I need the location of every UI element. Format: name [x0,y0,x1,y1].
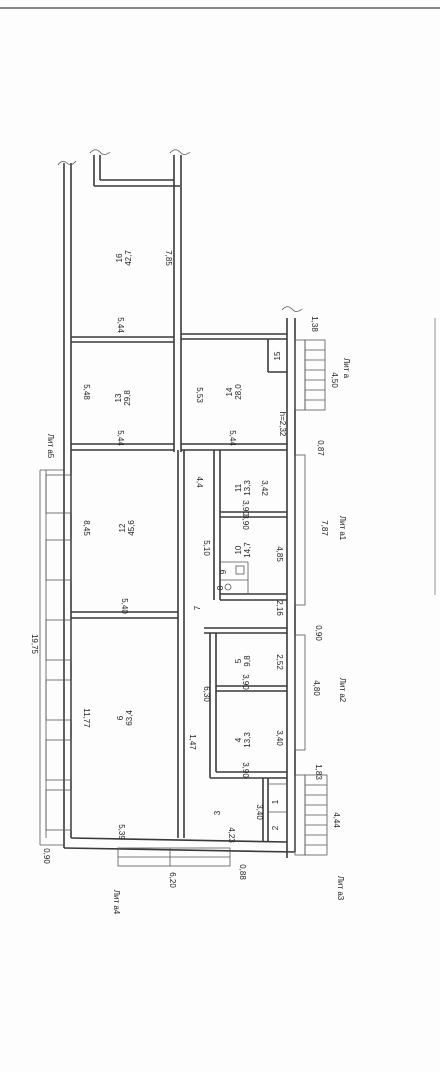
lit-a5-label: Лит а5 [46,434,55,459]
dim-11-77: 11,77 [82,708,91,728]
dim-8-45: 8,45 [82,520,91,536]
dim-3-90-b: 3,90 [241,514,250,530]
sink-fixture [224,583,232,591]
dim-3-90-a: 3,90 [241,500,250,516]
right-annexes [294,339,328,856]
toilet-fixture [235,565,245,575]
dim-6-30: 6,30 [202,686,211,702]
dim-5-39: 5,39 [117,824,126,840]
dim-4-4: 4,4 [195,476,204,488]
dim-5-10: 5,10 [202,540,211,556]
room-11-area: 13,3 [243,480,252,496]
lit-a4-label: Лит а4 [112,890,121,915]
lit-a3-label: Лит а3 [336,876,345,901]
dim-3-42: 3,42 [260,480,269,496]
dim-0-90-a: 0,90 [314,625,323,641]
lit-a2-label: Лит а2 [338,678,347,703]
room-13-number: 13 [114,393,123,402]
dim-h-2-32: h=2,32 [278,412,287,437]
room-5-number: 5 [234,658,243,663]
dim-1-47: 1,47 [188,734,197,750]
dim-7-87: 7,87 [320,520,329,536]
dim-3-90-c: 3,90 [241,674,250,690]
room-7-number: 7 [193,605,202,610]
room-12-area: 45,6 [127,520,136,536]
room-16-area: 42,7 [124,250,133,266]
room-6-number: 6 [116,715,125,720]
dim-5-53: 5,53 [195,387,204,403]
dim-4-44: 4,44 [332,812,341,828]
room-9-number: 9 [219,569,228,574]
dim-0-88: 0,88 [238,864,247,880]
dim-3-40-a: 3,40 [275,730,284,746]
dim-4-85: 4,85 [275,546,284,562]
dim-2-52: 2,52 [275,654,284,670]
room-6-area: 63,4 [125,710,134,726]
room-16-number: 16 [115,253,124,262]
dim-5-44-c: 5,44 [228,430,237,446]
dim-1-38: 1,38 [310,316,319,332]
dim-4-80: 4,80 [312,680,321,696]
lit-a1-label: Лит а1 [338,516,347,541]
dim-0-87: 0,87 [316,440,325,456]
dim-4-50: 4,50 [330,372,339,388]
dim-19-75: 19,75 [30,634,39,655]
dim-4-23: 4,23 [227,827,236,843]
room-1-number: 1 [271,799,280,804]
room-5-area: 9,8 [243,655,252,667]
dim-0-90-b: 0,90 [42,848,51,864]
room-10-area: 14,7 [243,542,252,558]
dim-2-16: 2,16 [275,600,284,616]
room-3-number: 3 [213,810,222,815]
dim-5-48: 5,48 [82,384,91,400]
bottom-entrance [117,847,231,867]
room-2-number: 2 [271,825,280,830]
lit-a-label: Лит а [342,358,351,379]
left-windows [39,469,72,846]
dim-5-40: 5,40 [120,598,129,614]
room-11-number: 11 [234,483,243,492]
room-4-area: 13,3 [243,732,252,748]
room-12-number: 12 [118,523,127,532]
dim-5-44-b: 5,44 [116,430,125,446]
room-14-area: 28,0 [234,384,243,400]
dim-6-20: 6,20 [168,872,177,888]
room-8-number: 8 [216,585,225,590]
dim-1-83: 1,83 [314,764,323,780]
dim-7-85: 7,85 [164,250,173,266]
dim-3-40-b: 3,40 [255,804,264,820]
room-4-number: 4 [234,737,243,742]
room-14-number: 14 [225,387,234,396]
dim-3-90-d: 3,90 [241,762,250,778]
room-13-area: 29,8 [123,390,132,406]
room-15-number: 15 [273,351,282,360]
dim-5-44-a: 5,44 [116,317,125,333]
room-10-number: 10 [234,545,243,554]
interior-walls [71,333,287,842]
